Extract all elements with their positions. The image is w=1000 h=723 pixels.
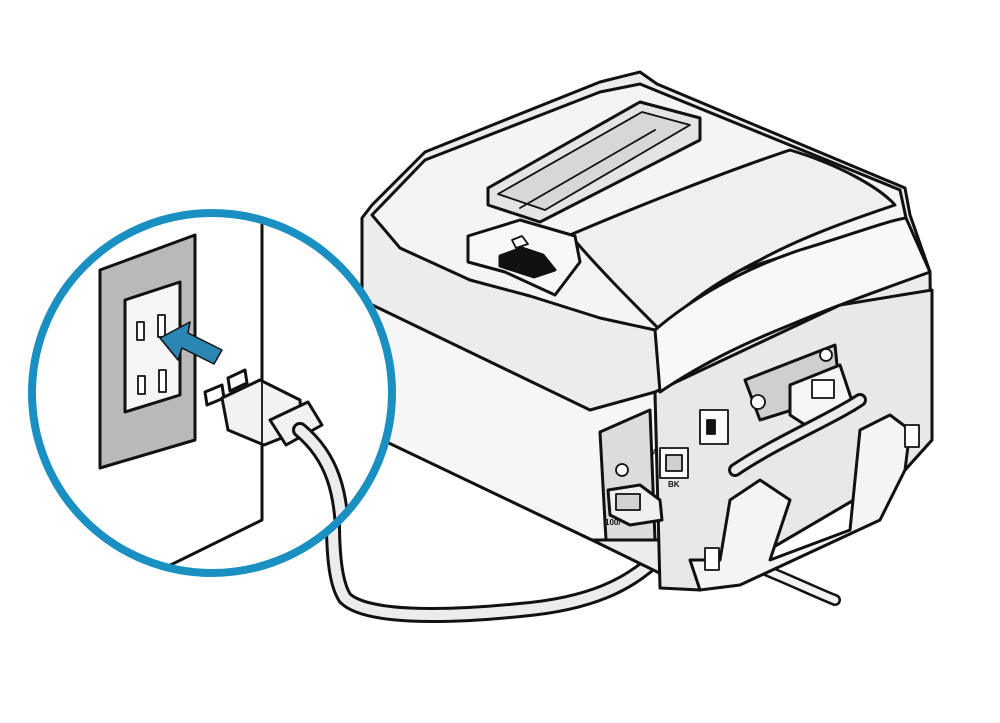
outlet-inset: [28, 209, 396, 577]
insert-direction-arrow: [159, 321, 223, 365]
paper-cover: [568, 148, 897, 332]
lan-port-label: BK: [668, 480, 680, 489]
port-a-label: A: [652, 448, 658, 457]
inset-ring: [28, 209, 396, 577]
printer: BK A 100/: [360, 70, 934, 592]
cable-guide-hook: [688, 413, 912, 592]
cover-lip: [653, 216, 932, 394]
power-port-label: 100/: [605, 518, 621, 527]
